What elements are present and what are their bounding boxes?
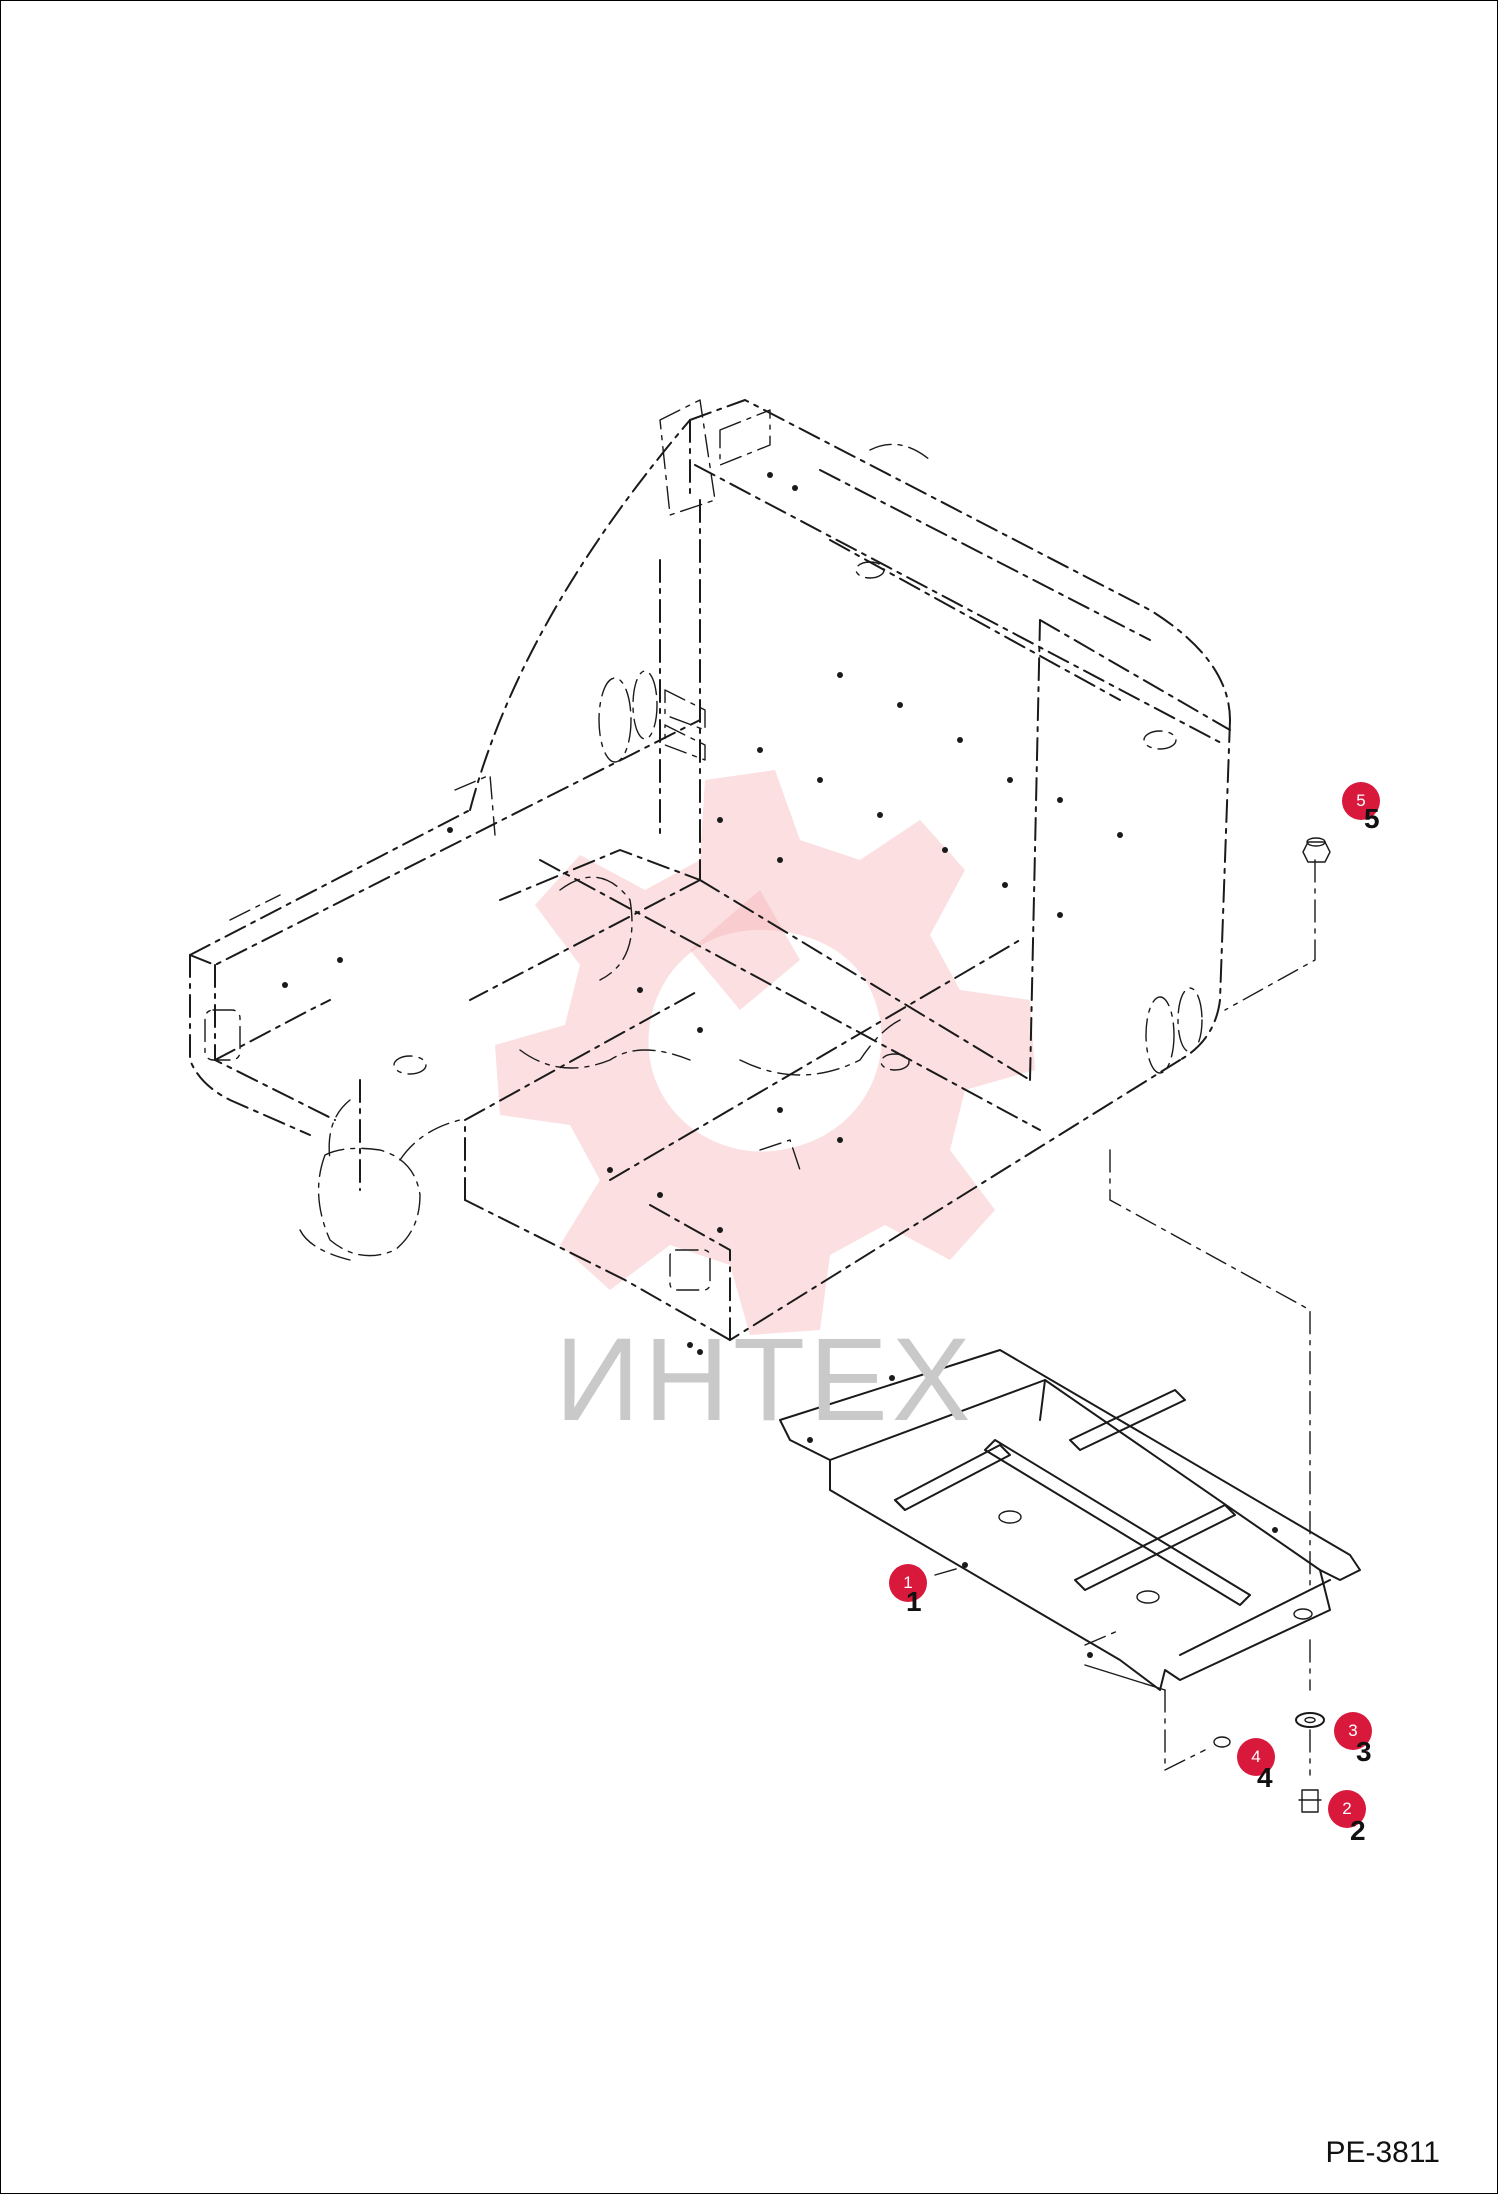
callout-1: 1 [889, 1564, 927, 1602]
ref-number-4: 4 [1257, 1762, 1273, 1793]
ref-number-3: 3 [1356, 1736, 1372, 1767]
ref-number-5: 5 [1364, 803, 1380, 834]
callout-4: 4 [1237, 1738, 1275, 1776]
nut-4 [1213, 1736, 1231, 1748]
hardware-parts [1213, 837, 1331, 1813]
frame-details [204, 399, 1203, 1291]
drawing-number: PE-3811 [1325, 2136, 1440, 2169]
callout-2: 2 [1328, 1790, 1366, 1828]
ref-number-2: 2 [1350, 1815, 1366, 1846]
bolt-2 [1301, 1789, 1319, 1813]
callout-3: 3 [1334, 1712, 1372, 1750]
watermark-text: ИНТЕХ [555, 1314, 975, 1446]
skid-plate-part [779, 1349, 1361, 1691]
frame-phantom-outline [189, 399, 1231, 1341]
callout-5: 5 [1342, 782, 1380, 820]
flange-nut-5 [1302, 841, 1331, 863]
washer-3 [1295, 1712, 1325, 1728]
watermark-gear-logo [495, 770, 1035, 1335]
ref-number-1: 1 [906, 1586, 922, 1617]
frame-rivets [282, 472, 1123, 1355]
